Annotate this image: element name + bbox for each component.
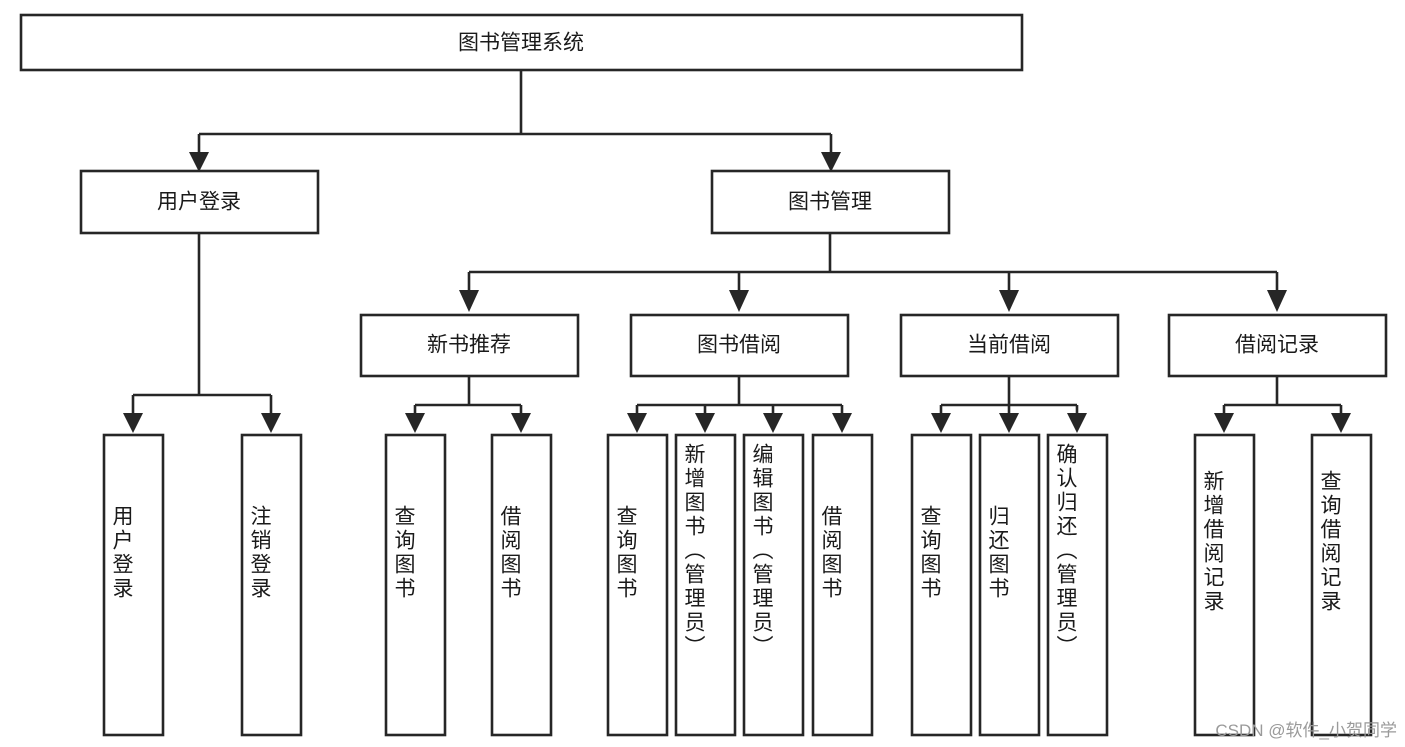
node-book-borrow-label: 图书借阅	[697, 334, 781, 357]
node-current-borrow-label: 当前借阅	[967, 334, 1051, 357]
arrow-to-book-borrow	[729, 290, 749, 312]
node-book-borrow[interactable]: 图书借阅	[629, 313, 850, 378]
node-root[interactable]: 图书管理系统	[19, 13, 1024, 72]
arrow-to-borrow-record	[1267, 290, 1287, 312]
node-current-borrow-box[interactable]	[899, 313, 1120, 378]
arrow-to-current-borrow	[999, 290, 1019, 312]
node-book-management[interactable]: 图书管理	[710, 169, 951, 235]
arrow-to-leaf-query-book-3	[931, 413, 951, 433]
node-user-login[interactable]: 用户登录	[79, 169, 320, 235]
node-leaf-add-record-box[interactable]	[1193, 433, 1256, 737]
node-user-login-box[interactable]	[79, 169, 320, 235]
arrow-to-leaf-borrow-book-1	[511, 413, 531, 433]
node-root-box[interactable]	[19, 13, 1024, 72]
node-new-book-recommend-label: 新书推荐	[427, 334, 511, 357]
arrow-to-leaf-borrow-book-2	[832, 413, 852, 433]
connector-borrow-record-bus	[1222, 376, 1343, 417]
connector-current-borrow-bus	[939, 376, 1079, 417]
arrow-to-leaf-add-book	[695, 413, 715, 433]
connector-new-book-recommend-bus	[413, 376, 523, 417]
arrow-to-leaf-user-login	[123, 413, 143, 433]
node-leaf-query-record-box[interactable]	[1310, 433, 1373, 737]
node-leaf-confirm-return-box[interactable]	[1046, 433, 1109, 737]
node-book-management-box[interactable]	[710, 169, 951, 235]
node-root-label: 图书管理系统	[458, 32, 584, 55]
node-leaf-user-login-box[interactable]	[102, 433, 165, 737]
arrow-to-new-book-recommend	[459, 290, 479, 312]
arrow-to-leaf-query-record	[1331, 413, 1351, 433]
node-leaf-query-book-3-box[interactable]	[910, 433, 973, 737]
watermark-text: CSDN @软件_小贺同学	[1215, 721, 1397, 740]
arrow-to-leaf-confirm-return	[1067, 413, 1087, 433]
connector-book-management-bus	[467, 233, 1279, 294]
node-leaf-borrow-book-2-box[interactable]	[811, 433, 874, 737]
node-leaf-query-book-2-box[interactable]	[606, 433, 669, 737]
arrow-to-leaf-return-book	[999, 413, 1019, 433]
node-current-borrow[interactable]: 当前借阅	[899, 313, 1120, 378]
node-leaf-return-book-box[interactable]	[978, 433, 1041, 737]
arrow-to-user-login	[189, 152, 209, 172]
node-borrow-record-box[interactable]	[1167, 313, 1388, 378]
arrow-to-leaf-add-record	[1214, 413, 1234, 433]
node-leaf-add-book-box[interactable]	[674, 433, 737, 737]
connector-group	[123, 70, 1351, 433]
node-book-borrow-box[interactable]	[629, 313, 850, 378]
node-new-book-recommend[interactable]: 新书推荐	[359, 313, 580, 378]
node-leaf-query-book-1-box[interactable]	[384, 433, 447, 737]
node-book-management-label: 图书管理	[788, 191, 872, 214]
arrow-to-leaf-query-book-2	[627, 413, 647, 433]
node-leaf-logout-box[interactable]	[240, 433, 303, 737]
connector-book-borrow-bus	[635, 376, 844, 417]
node-user-login-label: 用户登录	[157, 191, 241, 214]
node-borrow-record[interactable]: 借阅记录	[1167, 313, 1388, 378]
node-new-book-recommend-box[interactable]	[359, 313, 580, 378]
node-leaf-borrow-book-1-box[interactable]	[490, 433, 553, 737]
connector-user-login-bus	[131, 233, 273, 417]
arrow-to-leaf-logout	[261, 413, 281, 433]
arrow-to-book-management	[821, 152, 841, 172]
connector-root-to-level2	[197, 70, 833, 156]
node-borrow-record-label: 借阅记录	[1235, 334, 1319, 357]
node-leaf-edit-book-box[interactable]	[742, 433, 805, 737]
arrow-to-leaf-edit-book	[763, 413, 783, 433]
arrow-to-leaf-query-book-1	[405, 413, 425, 433]
